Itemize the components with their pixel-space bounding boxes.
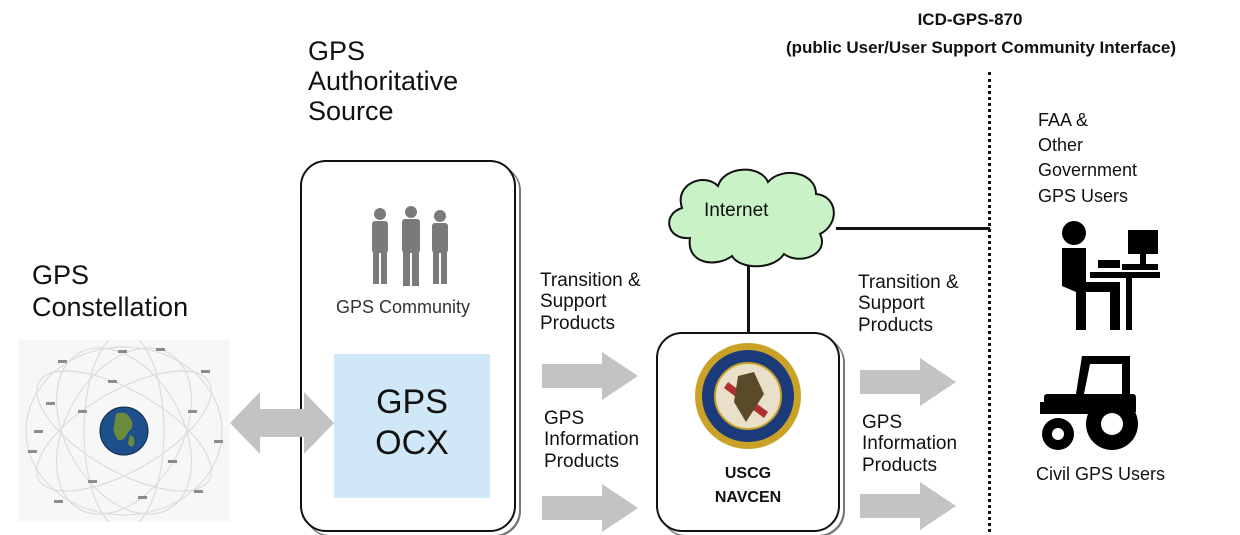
right-information-products-label: GPS Information Products bbox=[862, 412, 958, 476]
internet-to-users-line bbox=[836, 227, 990, 230]
internet-label: Internet bbox=[704, 200, 769, 221]
icd-title: ICD-GPS-870 bbox=[917, 10, 1023, 29]
navcen-label: USCG NAVCEN bbox=[714, 465, 782, 506]
left-information-arrow bbox=[542, 484, 638, 532]
civil-users-label: Civil GPS Users bbox=[1036, 464, 1166, 484]
satellite-constellation-icon bbox=[18, 340, 230, 522]
interface-divider bbox=[988, 72, 991, 532]
right-transition-products-label: Transition & Support Products bbox=[858, 272, 959, 336]
gps-community-label: GPS Community bbox=[336, 297, 471, 317]
left-transition-arrow bbox=[542, 352, 638, 400]
tractor-icon bbox=[1038, 350, 1144, 454]
right-transition-arrow bbox=[860, 358, 956, 406]
internet-to-navcen-line bbox=[747, 266, 750, 334]
right-information-arrow bbox=[860, 482, 956, 530]
computer-user-icon bbox=[1056, 220, 1160, 330]
gps-ocx-box bbox=[334, 354, 490, 498]
authoritative-source-title: GPS Authoritative Source bbox=[308, 36, 459, 127]
left-transition-products-label: Transition & Support Products bbox=[540, 270, 641, 334]
people-group-icon bbox=[366, 206, 456, 288]
internet-cloud bbox=[660, 160, 840, 272]
government-users-label: FAA & Other Government GPS Users bbox=[1038, 110, 1138, 206]
constellation-title: GPS Constellation bbox=[32, 260, 189, 322]
constellation-ocx-double-arrow bbox=[230, 392, 334, 454]
icd-subtitle: (public User/User Support Community Inte… bbox=[785, 38, 1177, 57]
left-information-products-label: GPS Information Products bbox=[544, 408, 640, 472]
gps-ocx-label: GPS OCX bbox=[375, 383, 449, 463]
uscg-seal-icon bbox=[694, 342, 802, 450]
